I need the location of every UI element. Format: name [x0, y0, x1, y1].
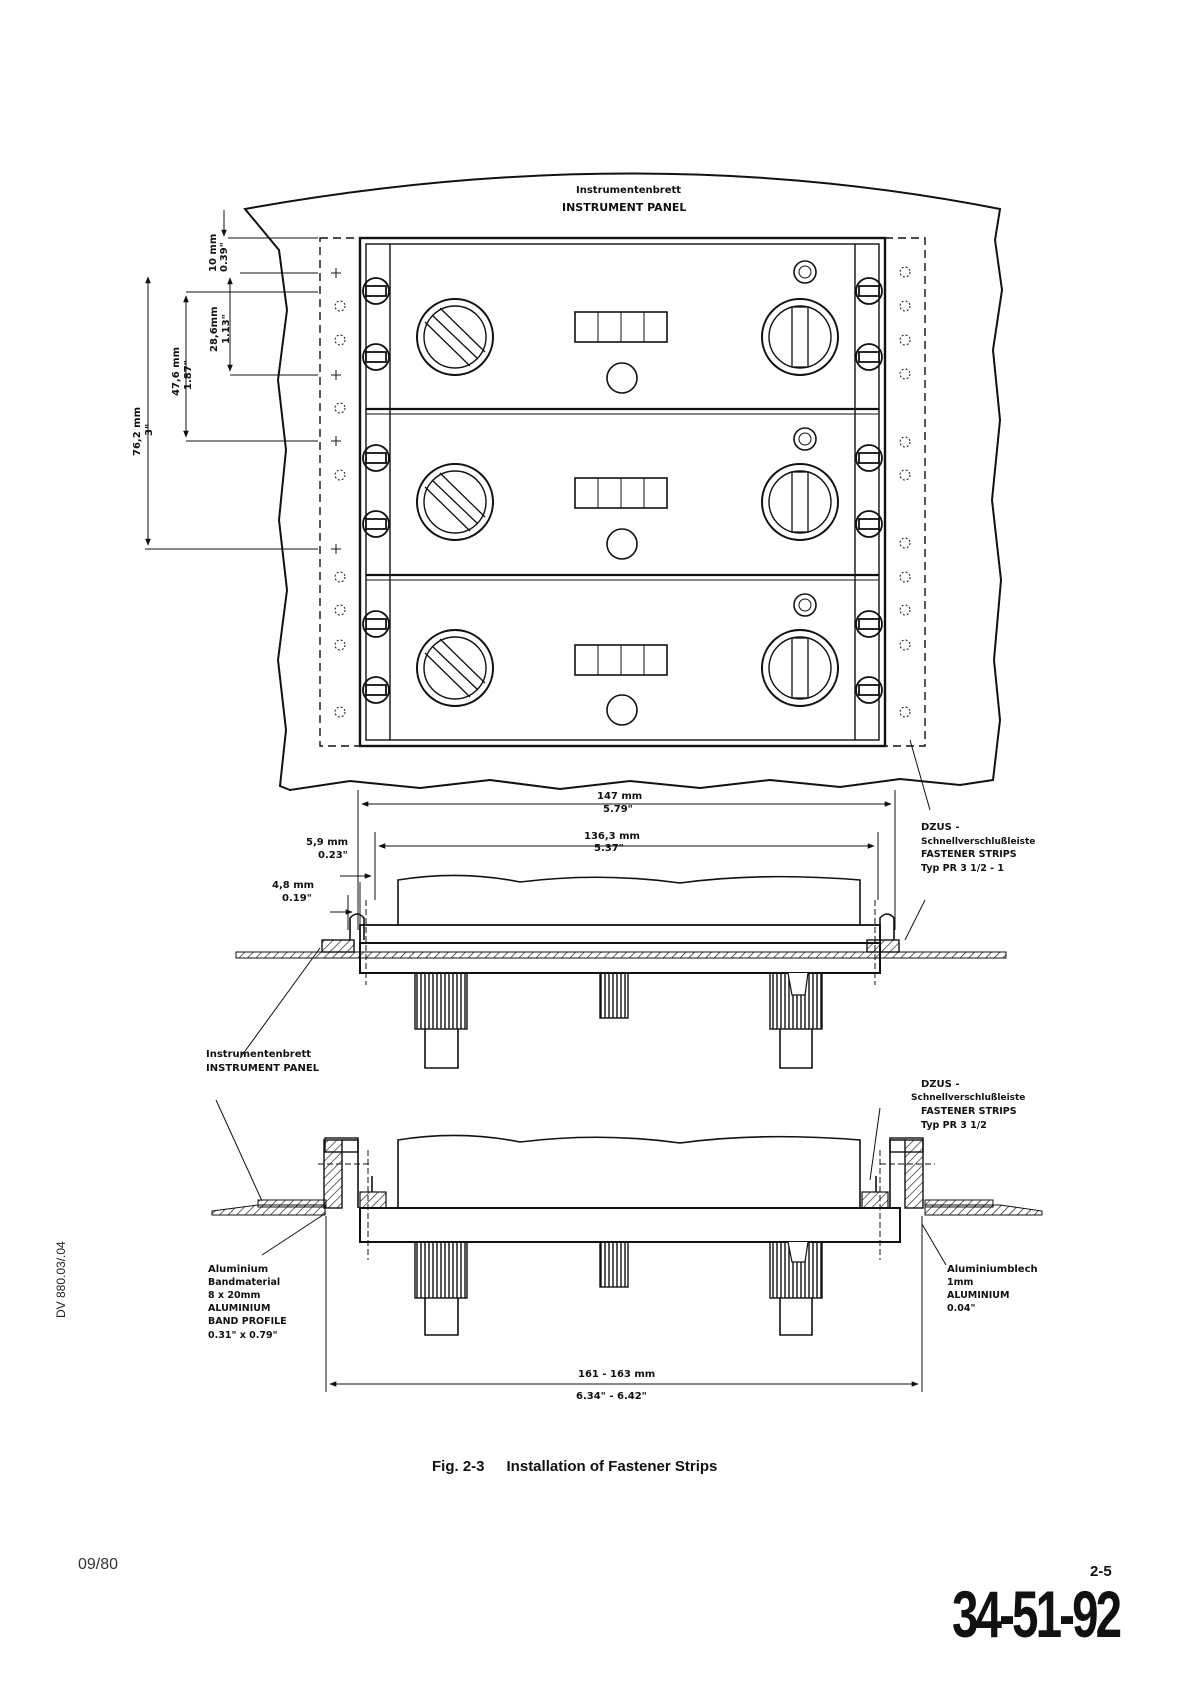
revision-date: 09/80: [78, 1556, 119, 1573]
dim-147mm: 147 mm: [597, 791, 642, 802]
svg-text:Schnellverschlußleiste: Schnellverschlußleiste: [921, 837, 1035, 847]
strip-label-1: DZUS -: [921, 822, 960, 833]
sheet-label: Aluminiumblech: [947, 1264, 1038, 1275]
section-view-2: [211, 1099, 1043, 1392]
section2-labels: DZUS - Schnellverschlußleiste FASTENER S…: [208, 1079, 1038, 1402]
section-view-1: [235, 739, 1007, 1069]
top-dimensions: [145, 210, 341, 554]
svg-text:Schnellverschlußleiste: Schnellverschlußleiste: [911, 1093, 1025, 1103]
svg-text:5.37": 5.37": [594, 843, 624, 854]
svg-text:0.19": 0.19": [282, 893, 312, 904]
svg-text:76,2 mm: 76,2 mm: [132, 407, 143, 456]
dim-161-163mm: 161 - 163 mm: [578, 1369, 655, 1380]
panel-label-s1-de: Instrumentenbrett: [206, 1049, 311, 1060]
svg-text:8 x 20mm: 8 x 20mm: [208, 1290, 260, 1301]
dim-47-6mm: 47,6 mm 1.87": [171, 347, 194, 396]
svg-text:1mm: 1mm: [947, 1277, 974, 1288]
svg-text:FASTENER STRIPS: FASTENER STRIPS: [921, 1106, 1017, 1117]
panel-label-en: INSTRUMENT PANEL: [562, 201, 686, 214]
dim-136-3mm: 136,3 mm: [584, 831, 640, 842]
svg-text:0.04": 0.04": [947, 1303, 975, 1314]
figure-caption: Fig. 2-3 Installation of Fastener Strips: [432, 1458, 717, 1475]
svg-text:Typ PR 3 1/2: Typ PR 3 1/2: [921, 1120, 987, 1131]
svg-text:6.34" - 6.42": 6.34" - 6.42": [576, 1391, 647, 1402]
dim-10mm: 10 mm 0.39": [208, 234, 230, 272]
dim-28-6mm: 28,6mm 1.13": [209, 306, 232, 352]
chapter-number: 34-51-92: [952, 1577, 1122, 1651]
dim-4-8mm: 4,8 mm: [272, 880, 314, 891]
dzus-fasteners: [362, 277, 883, 704]
svg-text:ALUMINIUM: ALUMINIUM: [208, 1303, 270, 1314]
instrument-unit-1: [416, 260, 839, 394]
top-view: [145, 172, 1004, 792]
svg-text:47,6 mm: 47,6 mm: [171, 347, 182, 396]
svg-text:5.79": 5.79": [603, 804, 633, 815]
instrument-unit-3: [416, 593, 839, 726]
svg-text:BAND PROFILE: BAND PROFILE: [208, 1316, 287, 1327]
page-number: 2-5: [1090, 1563, 1112, 1580]
section1-labels: 147 mm 5.79" 136,3 mm 5.37" 5,9 mm 0.23"…: [206, 791, 1035, 1074]
instrument-frame: [358, 236, 887, 748]
svg-text:0.39": 0.39": [219, 242, 230, 272]
strip-holes: [334, 266, 911, 718]
dim-5-9mm: 5,9 mm: [306, 837, 348, 848]
svg-text:28,6mm: 28,6mm: [209, 306, 220, 352]
document-reference: DV 880.03/.04: [54, 1241, 68, 1318]
panel-label-de: Instrumentenbrett: [576, 185, 681, 196]
band-label: Aluminium: [208, 1264, 268, 1275]
dim-76-2mm: 76,2 mm 3": [132, 407, 155, 456]
svg-text:FASTENER STRIPS: FASTENER STRIPS: [921, 849, 1017, 860]
svg-text:1.87": 1.87": [183, 360, 194, 390]
svg-text:Typ PR 3 1/2 - 1: Typ PR 3 1/2 - 1: [921, 863, 1004, 874]
svg-text:10 mm: 10 mm: [208, 234, 219, 272]
strip-label-2: DZUS -: [921, 1079, 960, 1090]
figure-title: Installation of Fastener Strips: [506, 1458, 718, 1475]
figure-number: Fig. 2-3: [432, 1458, 485, 1475]
svg-text:0.31" x 0.79": 0.31" x 0.79": [208, 1330, 278, 1341]
svg-text:3": 3": [144, 424, 155, 436]
svg-text:1.13": 1.13": [221, 314, 232, 344]
svg-text:ALUMINIUM: ALUMINIUM: [947, 1290, 1009, 1301]
svg-text:Bandmaterial: Bandmaterial: [208, 1277, 280, 1288]
svg-text:0.23": 0.23": [318, 850, 348, 861]
panel-sheet-1: [235, 951, 1007, 959]
svg-text:INSTRUMENT PANEL: INSTRUMENT PANEL: [206, 1063, 320, 1074]
instrument-panel-outline: [243, 172, 1004, 792]
instrument-unit-2: [416, 427, 839, 560]
